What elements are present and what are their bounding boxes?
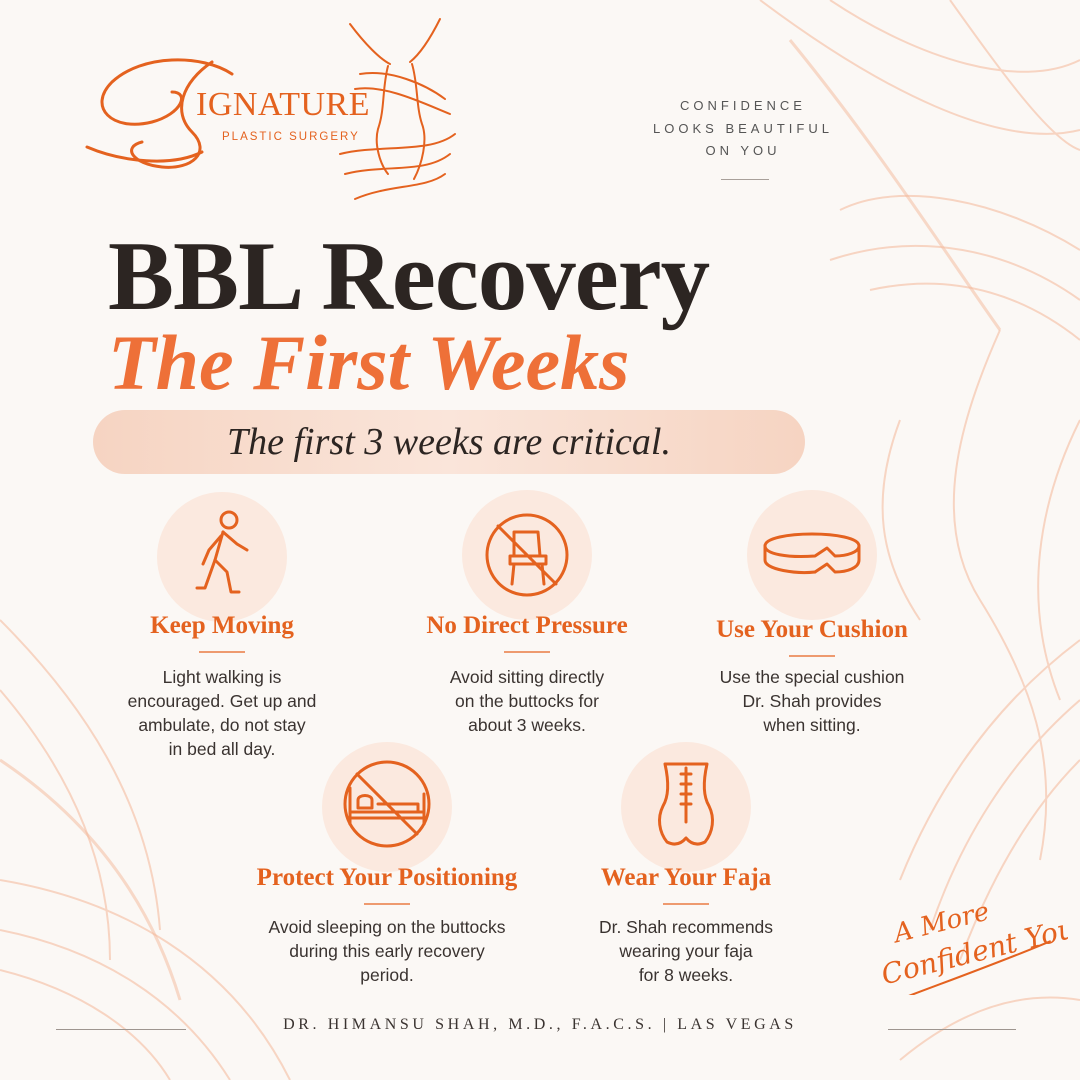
tip-divider [663,903,709,905]
tip-line: Light walking is [162,667,282,687]
tip-description: Avoid sitting directly on the buttocks f… [387,665,667,737]
cushion-icon [747,490,877,620]
walking-person-icon [157,492,287,622]
tip-heading: Wear Your Faja [600,864,772,891]
tip-line: Avoid sitting directly [449,667,605,687]
logo-subtitle: PLASTIC SURGERY [222,131,360,143]
tagline-line: ON YOU [705,143,781,158]
logo-initial-icon [85,58,234,169]
tip-line: when sitting. [763,715,861,735]
tip-divider [789,655,835,657]
tip-divider [364,903,410,905]
page-title: BBL Recovery [108,222,710,331]
banner-text: The first 3 weeks are critical. [227,421,671,463]
tip-description: Avoid sleeping on the buttocks during th… [237,915,537,987]
logo-wordmark: IGNATURE [196,86,370,123]
tip-divider [199,651,245,653]
tip-line: period. [360,965,414,985]
footer-rule-left [56,1029,186,1030]
tip-line: during this early recovery [289,941,485,961]
tagline-line: CONFIDENCE [680,98,806,113]
tip-line: about 3 weeks. [468,715,586,735]
no-bed-icon [322,742,452,872]
tip-line: for 8 weeks. [638,965,734,985]
tip-line: in bed all day. [168,739,276,759]
tip-heading: Keep Moving [150,612,294,639]
tip-line: Use the special cushion [719,667,905,687]
slogan-script: A More Confident You [878,897,1068,995]
page-subtitle: The First Weeks [108,319,630,406]
tip-line: Dr. Shah provides [742,691,882,711]
tip-line: Dr. Shah recommends [598,917,774,937]
tip-heading: No Direct Pressure [426,612,628,639]
faja-garment-icon [621,742,751,872]
tip-heading: Protect Your Positioning [256,864,518,891]
tagline: CONFIDENCE LOOKS BEAUTIFUL ON YOU [648,95,838,163]
tip-description: Use the special cushion Dr. Shah provide… [672,665,952,737]
tip-description: Light walking is encouraged. Get up and … [82,665,362,761]
tip-heading: Use Your Cushion [716,616,908,643]
tip-line: encouraged. Get up and [127,691,317,711]
no-chair-icon [462,490,592,620]
tip-line: Avoid sleeping on the buttocks [268,917,506,937]
tip-line: ambulate, do not stay [138,715,306,735]
tagline-line: LOOKS BEAUTIFUL [653,120,833,136]
tip-divider [504,651,550,653]
footer-rule-right [888,1029,1016,1030]
logo-figure-icon [339,18,456,200]
tip-description: Dr. Shah recommends wearing your faja fo… [546,915,826,987]
tip-line: wearing your faja [619,941,753,961]
tip-line: on the buttocks for [455,691,599,711]
critical-banner: The first 3 weeks are critical. [93,410,805,474]
tagline-divider [721,179,769,180]
footer-credit: DR. HIMANSU SHAH, M.D., F.A.C.S. | LAS V… [283,1016,797,1033]
